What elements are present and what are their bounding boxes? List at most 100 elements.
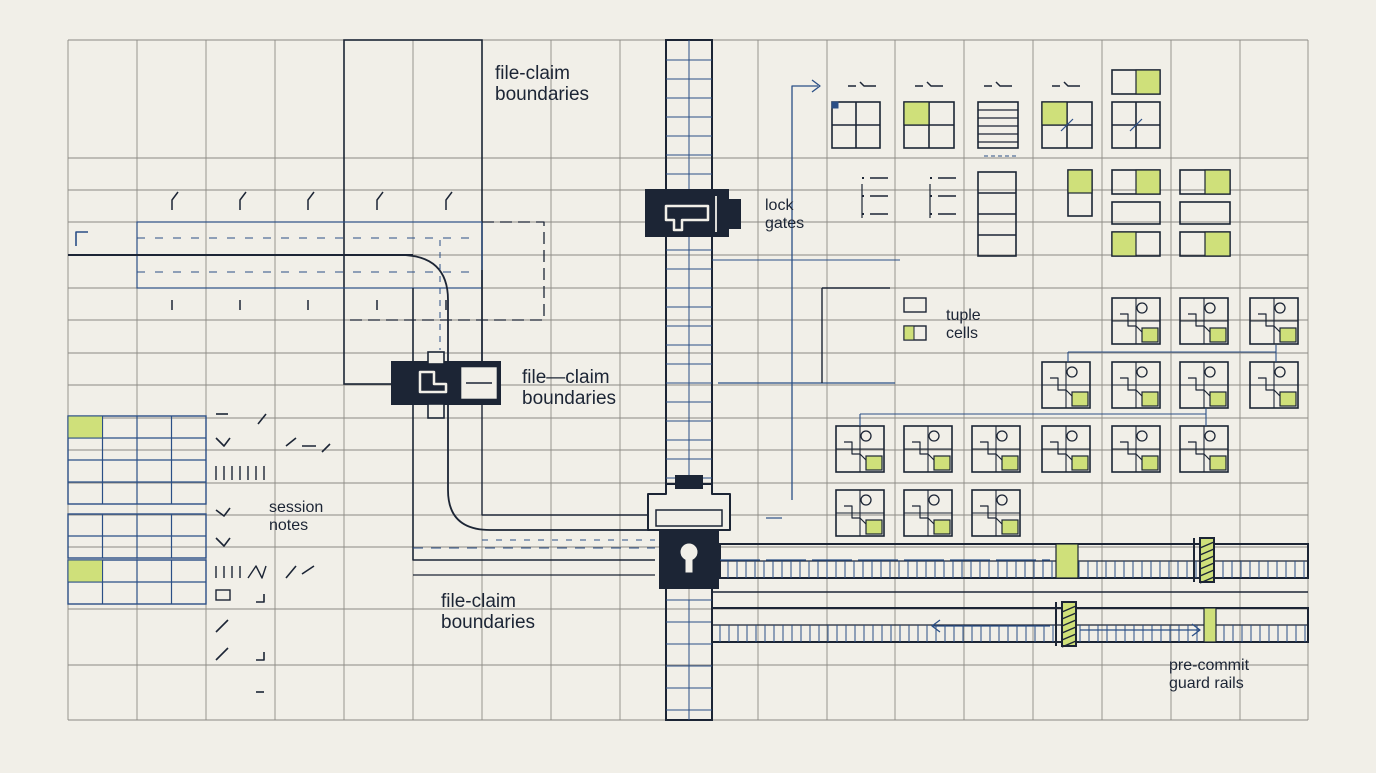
circuit-block-highlight — [1209, 391, 1227, 407]
circuit-node — [1066, 430, 1078, 442]
circuit-block — [1111, 425, 1161, 473]
session-note-mark — [215, 437, 231, 447]
guard-rail-highlight — [1203, 607, 1217, 643]
tuple-tall — [977, 171, 1017, 257]
guard-marker-hatch — [1199, 555, 1215, 563]
tuple-header-mark — [848, 81, 876, 87]
circuit-node — [928, 430, 940, 442]
circuit-trace — [1120, 313, 1143, 333]
tuple-cell — [831, 101, 881, 149]
guard-marker-hatch — [1061, 612, 1077, 620]
guard-marker-hatch — [1061, 605, 1077, 613]
file-claim-route — [344, 221, 545, 321]
circuit-trace — [1188, 377, 1211, 397]
guard-marker-hatch — [1061, 633, 1077, 641]
guard-marker-hatch — [1061, 619, 1077, 627]
conduit-curve — [344, 254, 655, 531]
tuple-cell-highlight — [1135, 69, 1161, 95]
circuit-blocks — [835, 297, 1299, 537]
circuit-trace — [1050, 441, 1073, 461]
guard-marker-hatch — [1199, 576, 1215, 584]
circuit-node — [1066, 366, 1078, 378]
padlock-body — [645, 189, 729, 237]
keyhole-band — [655, 509, 723, 527]
session-table-highlight — [67, 415, 103, 439]
tuple-legend-highlight — [903, 325, 915, 341]
circuit-block-highlight — [1141, 391, 1159, 407]
tuple-cell-highlight — [1111, 231, 1137, 257]
circuit-node — [1274, 366, 1286, 378]
background-grid — [67, 39, 1309, 721]
tuple-cell-highlight — [1041, 101, 1068, 126]
circuit-trace — [912, 441, 935, 461]
circuit-trace — [980, 441, 1003, 461]
circuit-block — [903, 489, 953, 537]
session-notes-region — [67, 413, 331, 693]
tuple-cell — [1111, 101, 1161, 149]
guard-rail-highlight — [1055, 543, 1079, 579]
tuple-cell — [1041, 101, 1093, 149]
circuit-node — [1204, 430, 1216, 442]
guard-rail — [719, 543, 1309, 579]
circuit-trace — [844, 505, 867, 525]
tuple-legend-box — [903, 297, 927, 313]
lock-column — [645, 39, 900, 721]
guard-marker-hatch — [1061, 640, 1077, 648]
padlock-key — [664, 204, 710, 232]
circuit-trace — [980, 505, 1003, 525]
circuit-block-highlight — [1141, 327, 1159, 343]
circuit-block — [835, 489, 885, 537]
valve-handle — [418, 370, 448, 394]
circuit-block — [1249, 297, 1299, 345]
circuit-node — [996, 494, 1008, 506]
guard-marker-hatch — [1199, 541, 1215, 549]
circuit-block — [1179, 361, 1229, 409]
session-note-mark — [247, 565, 267, 579]
tuple-stack-frame — [977, 101, 1019, 149]
circuit-trace — [912, 505, 935, 525]
tuple-cell-dot — [831, 101, 839, 109]
tuple-cell-frame — [1179, 201, 1231, 225]
keyhole-cap — [675, 475, 703, 489]
tuple-cell-highlight — [903, 101, 930, 126]
circuit-node — [860, 430, 872, 442]
arrow-head — [1191, 623, 1201, 637]
circuit-block — [903, 425, 953, 473]
circuit-block-highlight — [865, 455, 883, 471]
session-table-highlight — [67, 559, 103, 583]
tick-mark — [445, 191, 453, 210]
circuit-block-highlight — [933, 519, 951, 535]
circuit-node — [1136, 366, 1148, 378]
circuit-block — [1111, 361, 1161, 409]
corner-mark — [75, 231, 88, 246]
tuple-header-mark — [1052, 81, 1080, 87]
arrow-head — [811, 79, 821, 93]
circuit-block — [971, 425, 1021, 473]
tuple-cell-frame — [1111, 201, 1161, 225]
circuit-trace — [1050, 377, 1073, 397]
circuit-block — [835, 425, 885, 473]
tuple-cells-region — [831, 69, 1231, 341]
session-table — [67, 559, 207, 605]
guard-rail — [711, 607, 1309, 643]
circuit-block-highlight — [1001, 455, 1019, 471]
session-table — [67, 415, 207, 505]
circuit-block — [1249, 361, 1299, 409]
session-note-mark — [215, 619, 229, 633]
guard-marker-hatch — [1061, 626, 1077, 634]
padlock-gate-icon — [645, 189, 741, 237]
circuit-node — [1136, 302, 1148, 314]
circuit-block-highlight — [1279, 327, 1297, 343]
conduit-inner — [481, 270, 655, 516]
circuit-block-highlight — [1071, 455, 1089, 471]
circuit-trace — [1120, 377, 1143, 397]
circuit-block-highlight — [1001, 519, 1019, 535]
session-note-box — [215, 589, 231, 601]
